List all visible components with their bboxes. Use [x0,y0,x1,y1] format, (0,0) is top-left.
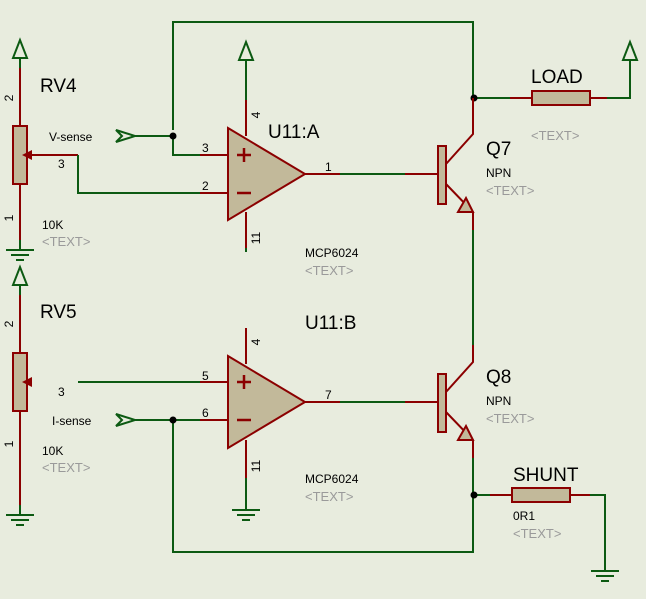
rv5-pin-bottom: 1 [2,440,16,447]
ground-icon [6,514,34,526]
rv5-text: <TEXT> [42,460,90,475]
u11a-pin-noninv: 3 [202,141,209,155]
emitter-arrow-icon [456,423,475,441]
q7-type: NPN [486,166,511,180]
rv5-pin-wiper: 3 [58,385,65,399]
u11a-pin-vdd: 4 [249,111,263,118]
u11b-opamp[interactable] [200,328,340,521]
shunt-value: 0R1 [513,509,535,523]
q8-transistor[interactable] [405,345,475,458]
power-arrow-icon [11,264,29,286]
q7-transistor[interactable] [405,98,475,230]
shunt-resistor[interactable] [490,487,619,582]
u11a-ref: U11:A [268,122,320,143]
ground-icon [232,509,260,521]
ground-icon [6,249,34,261]
i-sense-label: I-sense [52,414,92,428]
rv5-pin-top: 2 [2,320,16,327]
shunt-text: <TEXT> [513,526,561,541]
i-sense-terminal[interactable] [115,413,139,427]
rv4-potentiometer[interactable] [6,37,78,261]
emitter-arrow-icon [456,195,475,213]
rv5-value: 10K [42,444,63,458]
load-ref: LOAD [531,67,583,88]
rv4-value: 10K [42,218,63,232]
wires-bottom [78,381,606,570]
wires-top [77,21,631,345]
u11b-pin-inv: 6 [202,406,209,420]
u11a-pin-inv: 2 [202,179,209,193]
rv5-potentiometer[interactable] [6,264,34,526]
rv4-text: <TEXT> [42,234,90,249]
power-arrow-icon [237,39,255,61]
rv4-pin-wiper: 3 [58,157,65,171]
u11b-pin-noninv: 5 [202,369,209,383]
wiper-arrow-icon [22,377,32,387]
v-sense-label: V-sense [49,130,93,144]
junction-dot [169,416,177,424]
u11b-ref: U11:B [305,313,356,334]
q8-text: <TEXT> [486,411,534,426]
q7-ref: Q7 [486,139,511,160]
load-text: <TEXT> [531,128,579,143]
wiper-arrow-icon [22,150,32,160]
junction-dot [169,132,177,140]
q7-text: <TEXT> [486,183,534,198]
u11b-text: <TEXT> [305,489,353,504]
junction-dot [470,491,478,499]
rv4-pin-bottom: 1 [2,214,16,221]
q8-ref: Q8 [486,367,511,388]
rv4-ref: RV4 [40,76,77,97]
u11a-opamp[interactable] [200,39,340,248]
power-arrow-icon [621,39,639,61]
rv4-pin-top: 2 [2,94,16,101]
power-arrow-icon [11,37,29,59]
u11a-part: MCP6024 [305,246,359,260]
u11a-pin-vss: 11 [249,231,263,244]
q8-type: NPN [486,394,511,408]
shunt-ref: SHUNT [513,465,579,486]
load-resistor[interactable] [510,39,639,106]
u11b-pin-out: 7 [325,388,332,402]
rv5-ref: RV5 [40,302,77,323]
v-sense-terminal[interactable] [115,129,139,143]
u11a-text: <TEXT> [305,263,353,278]
ground-icon [591,570,619,582]
u11b-pin-vdd: 4 [249,338,263,345]
u11b-pin-vss: 11 [249,459,263,472]
u11b-part: MCP6024 [305,472,359,486]
u11a-pin-out: 1 [325,160,332,174]
